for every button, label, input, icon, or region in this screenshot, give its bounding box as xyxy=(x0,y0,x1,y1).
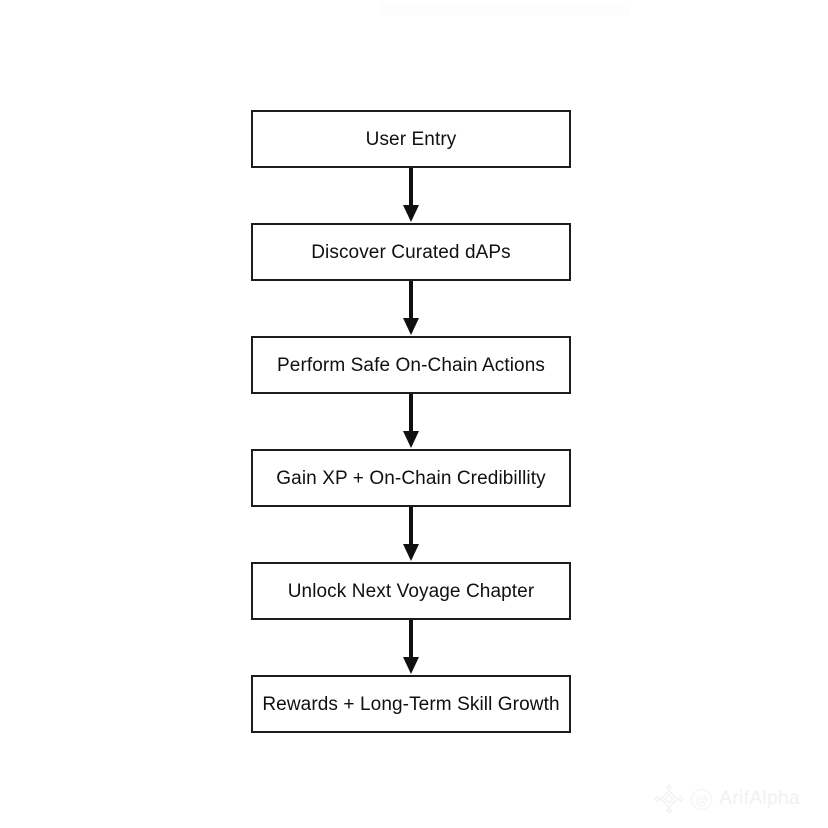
flow-node-user-entry[interactable]: User Entry xyxy=(251,110,571,168)
flow-node-gain-xp[interactable]: Gain XP + On-Chain Credibillity xyxy=(251,449,571,507)
arrow-stem-icon xyxy=(409,620,413,660)
arrow-head-icon xyxy=(403,318,419,335)
flow-node-safe-actions[interactable]: Perform Safe On-Chain Actions xyxy=(251,336,571,394)
top-edge-artifact xyxy=(380,2,630,16)
flow-arrow-2 xyxy=(251,281,571,336)
flow-node-unlock-chapter[interactable]: Unlock Next Voyage Chapter xyxy=(251,562,571,620)
flow-node-label: Discover Curated dAPs xyxy=(311,241,511,263)
flow-arrow-5 xyxy=(251,620,571,675)
flowchart: User Entry Discover Curated dAPs Perform… xyxy=(251,110,571,733)
arrow-head-icon xyxy=(403,544,419,561)
flow-arrow-4 xyxy=(251,507,571,562)
watermark: @ ArifAlpha xyxy=(654,784,800,814)
flow-node-label: Unlock Next Voyage Chapter xyxy=(287,580,535,602)
arrow-stem-icon xyxy=(409,168,413,208)
flow-node-discover-dapps[interactable]: Discover Curated dAPs xyxy=(251,223,571,281)
flow-node-label: User Entry xyxy=(365,128,457,150)
flow-node-label: Perform Safe On-Chain Actions xyxy=(277,354,545,376)
at-symbol-icon: @ xyxy=(691,788,713,810)
diamond-cluster-icon xyxy=(654,784,685,814)
arrow-stem-icon xyxy=(409,394,413,434)
arrow-head-icon xyxy=(403,431,419,448)
flow-node-label: Gain XP + On-Chain Credibillity xyxy=(276,467,546,489)
arrow-stem-icon xyxy=(409,507,413,547)
watermark-handle: ArifAlpha xyxy=(719,788,800,809)
arrow-head-icon xyxy=(403,205,419,222)
arrow-stem-icon xyxy=(409,281,413,321)
flow-arrow-1 xyxy=(251,168,571,223)
flow-node-label: Rewards + Long-Term Skill Growth xyxy=(262,693,560,715)
flow-node-rewards-growth[interactable]: Rewards + Long-Term Skill Growth xyxy=(251,675,571,733)
flow-arrow-3 xyxy=(251,394,571,449)
arrow-head-icon xyxy=(403,657,419,674)
